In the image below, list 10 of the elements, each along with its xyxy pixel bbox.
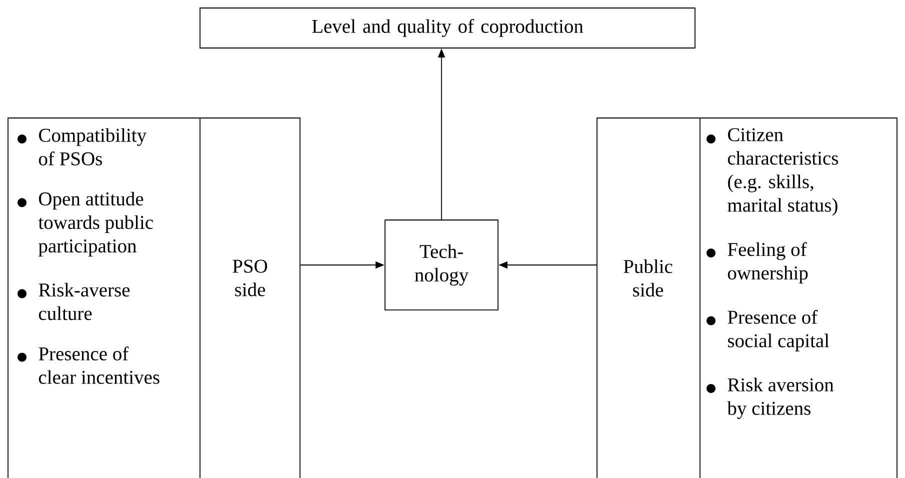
bullet-item: Presence of social capital [706,310,830,352]
bullet-item: Risk aversion by citizens [706,378,834,419]
bullet-item: Citizen characteristics (e.g. skills, marital status) [706,128,838,216]
bullet-item: Compatibility of PSOs [18,128,146,166]
text-box: Level and quality of coproduction [200,8,696,48]
text-box: Tech- nology [384,220,498,310]
bullet-item: Feeling of ownership [706,242,808,284]
bullet-item: Open attitude towards public participation [18,192,153,256]
bullet-item: Presence of clear incentives [18,346,160,384]
bullet-item: Risk-averse culture [18,282,130,320]
